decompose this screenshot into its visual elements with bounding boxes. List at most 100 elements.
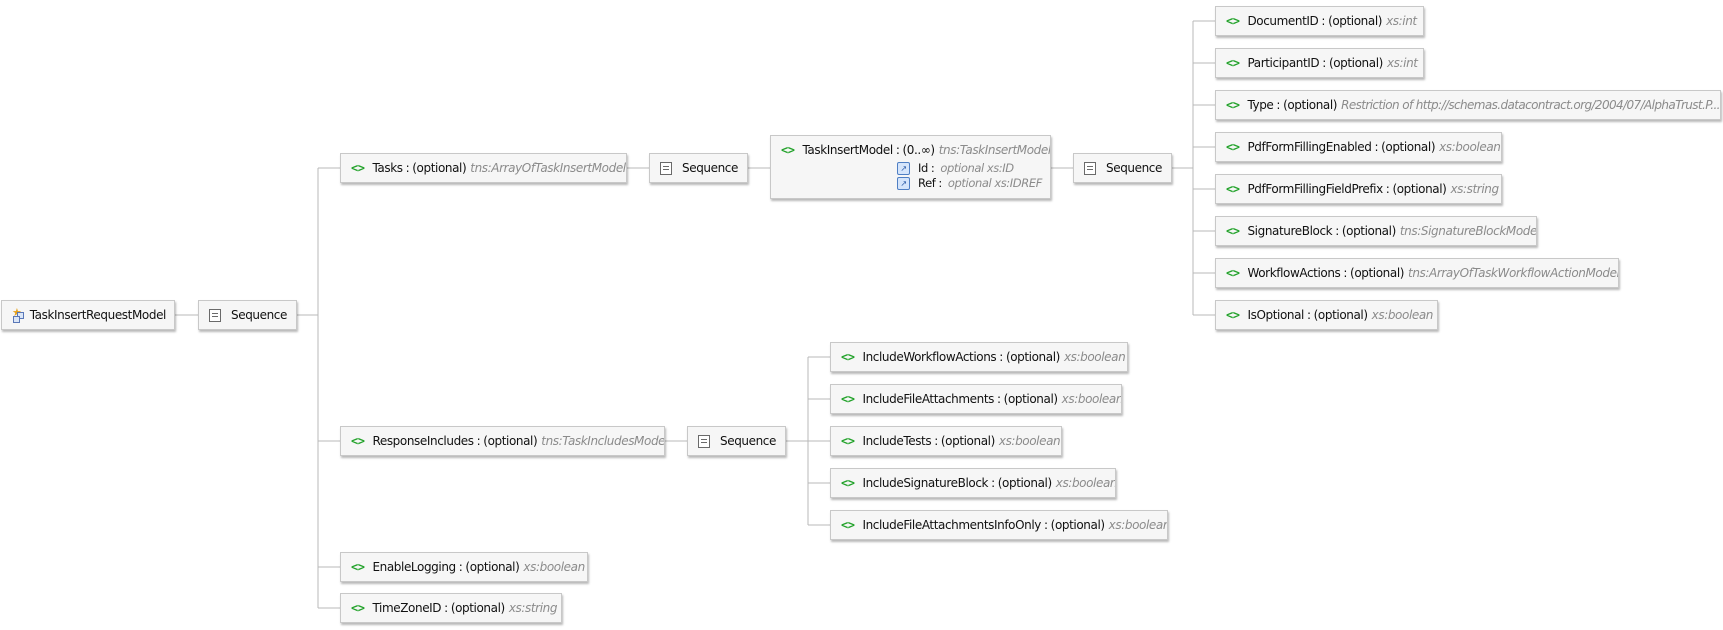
element-name: TimeZoneID bbox=[372, 601, 442, 615]
element-name: ResponseIncludes bbox=[372, 434, 474, 448]
element-type: xs:boolean bbox=[1055, 476, 1116, 490]
element-header-row: <> TaskInsertModel: (0..∞) tns:TaskInser… bbox=[781, 143, 1051, 157]
root-element-node[interactable]: ★ TaskInsertRequestModel bbox=[1, 300, 175, 330]
element-node-includesignatureblock[interactable]: <> IncludeSignatureBlock: (optional) xs:… bbox=[830, 468, 1116, 498]
colon-separator: : bbox=[895, 143, 900, 157]
element-node-tasks[interactable]: <> Tasks: (optional) tns:ArrayOfTaskInse… bbox=[340, 153, 627, 183]
colon-separator: : bbox=[1374, 140, 1379, 154]
attribute-optional: optional bbox=[947, 176, 992, 190]
colon-separator: : bbox=[444, 601, 448, 615]
sequence-node[interactable]: Sequence bbox=[649, 153, 748, 183]
element-node-participantid[interactable]: <> ParticipantID: (optional) xs:int bbox=[1215, 48, 1424, 78]
colon-separator: : bbox=[1335, 224, 1339, 238]
element-type: Restriction of http://schemas.datacontra… bbox=[1341, 98, 1720, 112]
element-occurrence: (optional) bbox=[1050, 518, 1105, 532]
element-name: IncludeFileAttachmentsInfoOnly bbox=[862, 518, 1042, 532]
element-type: xs:int bbox=[1386, 56, 1418, 70]
element-node-signatureblock[interactable]: <> SignatureBlock: (optional) tns:Signat… bbox=[1215, 216, 1537, 246]
attribute-row-id[interactable]: ↗ Id: optional xs:ID bbox=[897, 161, 1014, 175]
sequence-icon bbox=[1084, 161, 1096, 175]
element-type: xs:boolean bbox=[1439, 140, 1501, 154]
element-icon: <> bbox=[1226, 56, 1240, 70]
element-node-responseincludes[interactable]: <> ResponseIncludes: (optional) tns:Task… bbox=[340, 426, 665, 456]
element-name: IncludeWorkflowActions bbox=[862, 350, 997, 364]
element-node-includeworkflowactions[interactable]: <> IncludeWorkflowActions: (optional) xs… bbox=[830, 342, 1128, 372]
sequence-icon bbox=[698, 434, 710, 448]
colon-separator: : bbox=[1322, 56, 1326, 70]
attribute-optional: optional bbox=[940, 161, 984, 175]
element-occurrence: (optional) bbox=[1005, 350, 1060, 364]
element-node-includefileattachmentsinfoonly[interactable]: <> IncludeFileAttachmentsInfoOnly: (opti… bbox=[830, 510, 1168, 540]
element-occurrence: (optional) bbox=[1313, 308, 1368, 322]
element-node-includefileattachments[interactable]: <> IncludeFileAttachments: (optional) xs… bbox=[830, 384, 1122, 414]
element-node-pdfformfillingenabled[interactable]: <> PdfFormFillingEnabled: (optional) xs:… bbox=[1215, 132, 1502, 162]
element-occurrence: (optional) bbox=[1283, 98, 1338, 112]
element-type: tns:SignatureBlockModel bbox=[1399, 224, 1537, 238]
colon-separator: : bbox=[405, 161, 410, 175]
element-type: xs:boolean bbox=[1063, 350, 1126, 364]
element-node-enablelogging[interactable]: <> EnableLogging: (optional) xs:boolean bbox=[340, 552, 588, 582]
element-occurrence: (optional) bbox=[1341, 224, 1396, 238]
element-icon: <> bbox=[351, 161, 365, 175]
element-name: WorkflowActions bbox=[1247, 266, 1341, 280]
element-name: Type bbox=[1247, 98, 1274, 112]
element-icon: <> bbox=[1226, 140, 1240, 154]
colon-separator: : bbox=[476, 434, 481, 448]
element-node-pdfformfillingfieldprefix[interactable]: <> PdfFormFillingFieldPrefix: (optional)… bbox=[1215, 174, 1502, 204]
attribute-row-ref[interactable]: ↗ Ref: optional xs:IDREF bbox=[897, 176, 1042, 190]
element-node-type[interactable]: <> Type: (optional) Restriction of http:… bbox=[1215, 90, 1721, 120]
element-node-workflowactions[interactable]: <> WorkflowActions: (optional) tns:Array… bbox=[1215, 258, 1619, 288]
element-name: IncludeTests bbox=[862, 434, 932, 448]
element-node-taskinsertmodel[interactable]: <> TaskInsertModel: (0..∞) tns:TaskInser… bbox=[770, 135, 1051, 199]
element-type: xs:int bbox=[1386, 14, 1417, 28]
element-icon: <> bbox=[1226, 308, 1240, 322]
element-type: xs:boolean bbox=[1061, 392, 1122, 406]
colon-separator: : bbox=[997, 392, 1001, 406]
element-type: xs:boolean bbox=[1108, 518, 1168, 532]
colon-separator: : bbox=[999, 350, 1003, 364]
attribute-icon: ↗ bbox=[897, 161, 910, 175]
element-type: tns:TaskIncludesModel bbox=[541, 434, 665, 448]
element-node-documentid[interactable]: <> DocumentID: (optional) xs:int bbox=[1215, 6, 1424, 36]
element-icon: <> bbox=[841, 476, 855, 490]
element-icon: <> bbox=[1226, 14, 1240, 28]
element-node-timezoneid[interactable]: <> TimeZoneID: (optional) xs:string bbox=[340, 593, 562, 623]
element-icon: <> bbox=[1226, 224, 1240, 238]
sequence-label: Sequence bbox=[720, 434, 776, 448]
element-node-isoptional[interactable]: <> IsOptional: (optional) xs:boolean bbox=[1215, 300, 1438, 330]
colon-separator: : bbox=[458, 560, 463, 574]
element-type: tns:TaskInsertModel bbox=[938, 143, 1051, 157]
element-type: tns:ArrayOfTaskWorkflowActionModel bbox=[1408, 266, 1619, 280]
element-occurrence: (optional) bbox=[1350, 266, 1405, 280]
element-node-includetests[interactable]: <> IncludeTests: (optional) xs:boolean bbox=[830, 426, 1062, 456]
colon-separator: : bbox=[930, 161, 935, 175]
colon-separator: : bbox=[1044, 518, 1048, 532]
element-name: IncludeFileAttachments bbox=[862, 392, 995, 406]
sequence-label: Sequence bbox=[1106, 161, 1162, 175]
element-name: IsOptional bbox=[1247, 308, 1304, 322]
element-name: ParticipantID bbox=[1247, 56, 1320, 70]
colon-separator: : bbox=[1306, 308, 1311, 322]
sequence-node[interactable]: Sequence bbox=[687, 426, 786, 456]
element-icon: <> bbox=[841, 392, 855, 406]
element-name: SignatureBlock bbox=[1247, 224, 1333, 238]
element-icon: <> bbox=[351, 560, 365, 574]
element-occurrence: (optional) bbox=[1003, 392, 1058, 406]
element-name: DocumentID bbox=[1247, 14, 1319, 28]
element-name: TaskInsertModel bbox=[802, 143, 893, 157]
sequence-node[interactable]: Sequence bbox=[1073, 153, 1172, 183]
element-icon: <> bbox=[1226, 182, 1240, 196]
element-occurrence: (optional) bbox=[1392, 182, 1447, 196]
sequence-node[interactable]: Sequence bbox=[198, 300, 297, 330]
element-icon: <> bbox=[351, 601, 365, 615]
element-occurrence: (optional) bbox=[412, 161, 467, 175]
element-icon: <> bbox=[841, 350, 855, 364]
element-icon: <> bbox=[351, 434, 365, 448]
colon-separator: : bbox=[1385, 182, 1390, 196]
sequence-label: Sequence bbox=[231, 308, 287, 322]
element-type: xs:boolean bbox=[1371, 308, 1434, 322]
element-type: xs:string bbox=[1450, 182, 1499, 196]
root-element-icon: ★ bbox=[12, 306, 24, 323]
element-name: EnableLogging bbox=[372, 560, 456, 574]
attribute-name: Ref bbox=[918, 176, 936, 190]
